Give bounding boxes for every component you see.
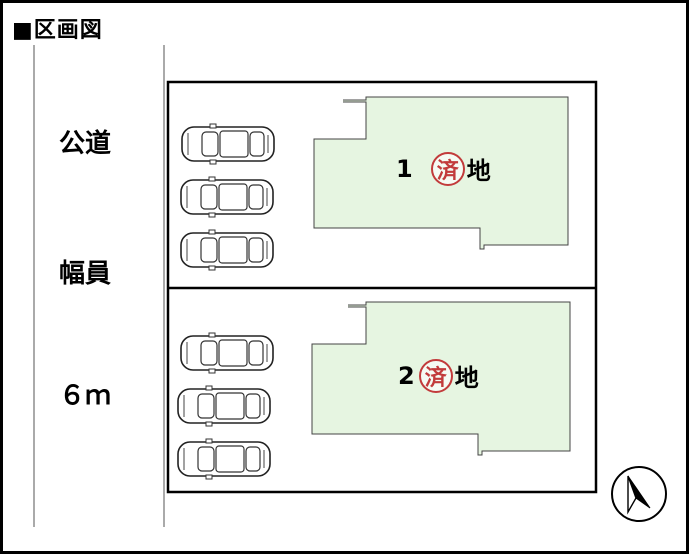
road-label-width: 幅員 <box>58 259 111 289</box>
car-icon <box>180 176 274 218</box>
lot-2-label: 2 済 地 <box>398 358 479 393</box>
north-arrow-icon <box>611 466 667 522</box>
sold-stamp: 済 <box>430 151 465 186</box>
lot-2-number: 2 <box>398 361 415 390</box>
car-icon <box>181 123 275 165</box>
sold-stamp: 済 <box>418 358 453 393</box>
lot-1-label: 1 済 地 <box>396 151 491 186</box>
diagram-title: ■区画図 <box>12 18 103 43</box>
lot-1-number: 1 <box>396 154 413 183</box>
road-label-6m: ６ｍ <box>58 381 111 411</box>
road-label-public: 公道 <box>58 129 111 159</box>
lot-2-suffix: 地 <box>454 364 479 392</box>
car-icon <box>177 438 271 480</box>
lot-1-suffix: 地 <box>466 157 491 185</box>
car-icon <box>180 229 274 271</box>
car-icon <box>180 332 274 374</box>
car-icon <box>177 385 271 427</box>
